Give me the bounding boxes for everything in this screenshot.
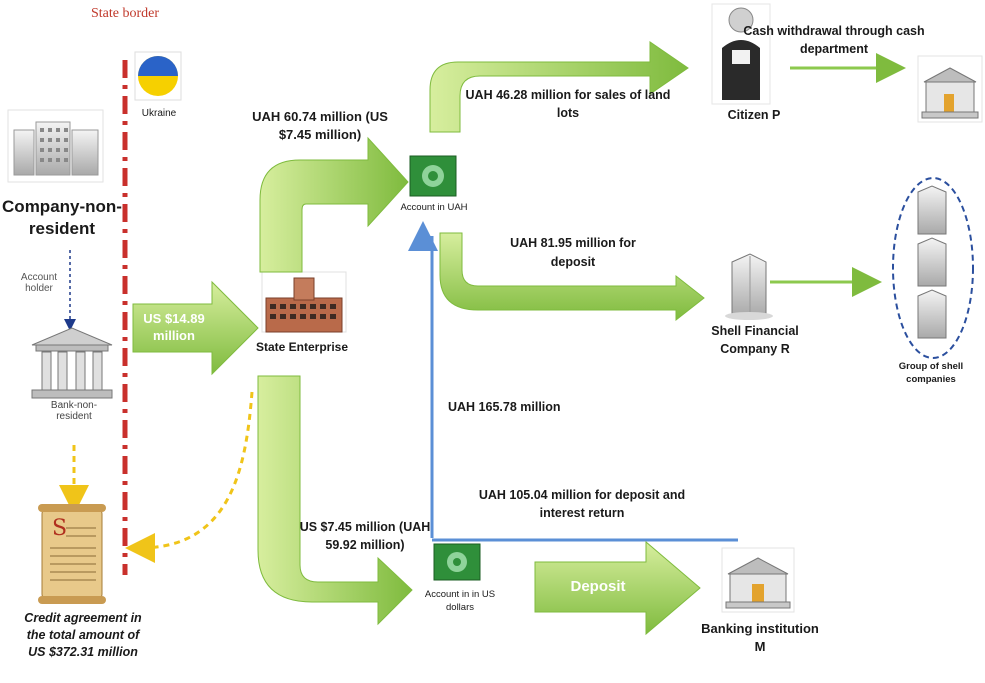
state-border-label: State border <box>90 6 160 21</box>
group-shell-label: Group of shell companies <box>898 361 964 385</box>
person-icon <box>711 3 771 105</box>
account-holder-label: Account holder <box>20 272 58 294</box>
state-enterprise-building-icon <box>261 271 347 333</box>
cash-withdrawal-label: Cash withdrawal through cash department <box>743 24 925 56</box>
scroll-icon: S <box>38 504 106 604</box>
banking-institution-icon <box>721 547 795 613</box>
building-icon <box>7 109 104 183</box>
flow-label-105: UAH 105.04 million for deposit and inter… <box>478 488 686 520</box>
ukraine-flag-icon <box>134 51 182 101</box>
money-usd-icon <box>433 543 481 581</box>
enterprise-to-border-arrow <box>125 391 254 563</box>
banking-m-label: Banking institution M <box>701 621 819 654</box>
flow-label-uah-60: UAH 60.74 million (US $7.45 million) <box>252 109 388 142</box>
flow-label-46: UAH 46.28 million for sales of land lots <box>465 88 671 120</box>
account-usd-label: Account in in US dollars <box>424 589 496 613</box>
tower-icon <box>725 253 773 320</box>
ukraine-label: Ukraine <box>141 108 177 119</box>
company-non-resident-label: Company-non-resident <box>2 197 122 238</box>
flow-arrow-to-usd-account <box>257 375 413 626</box>
flow-arrow-to-shell-r <box>439 232 705 322</box>
flow-arrow-to-citizen <box>429 41 689 133</box>
svg-text:S: S <box>52 516 67 541</box>
bank-top-right-icon <box>917 55 983 123</box>
state-enterprise-label: State Enterprise <box>255 340 349 354</box>
flow-arrow-to-uah-account <box>259 136 409 273</box>
bank-icon <box>31 327 113 399</box>
flow-arrow-deposit <box>534 540 701 636</box>
flow-label-usd-745: US $7.45 million (UAH 59.92 million) <box>299 520 431 552</box>
bank-non-resident-label: Bank-non-resident <box>50 400 98 422</box>
shell-company-r-label: Shell Financial Company R <box>711 324 799 356</box>
flow-label-usd-in: US $14.89 million <box>143 311 205 343</box>
flow-arrow-usd-in <box>132 280 259 376</box>
credit-agreement-label: Credit agreement in the total amount of … <box>24 611 142 659</box>
group-shell-ellipse <box>892 177 974 359</box>
citizen-p-label: Citizen P <box>727 108 781 122</box>
account-uah-label: Account in UAH <box>400 202 468 213</box>
deposit-label: Deposit <box>570 578 626 595</box>
flow-label-81: UAH 81.95 million for deposit <box>510 236 636 269</box>
money-icon <box>409 155 457 197</box>
group-shell-tower-icons <box>917 185 947 339</box>
flow-label-165: UAH 165.78 million <box>448 400 561 414</box>
